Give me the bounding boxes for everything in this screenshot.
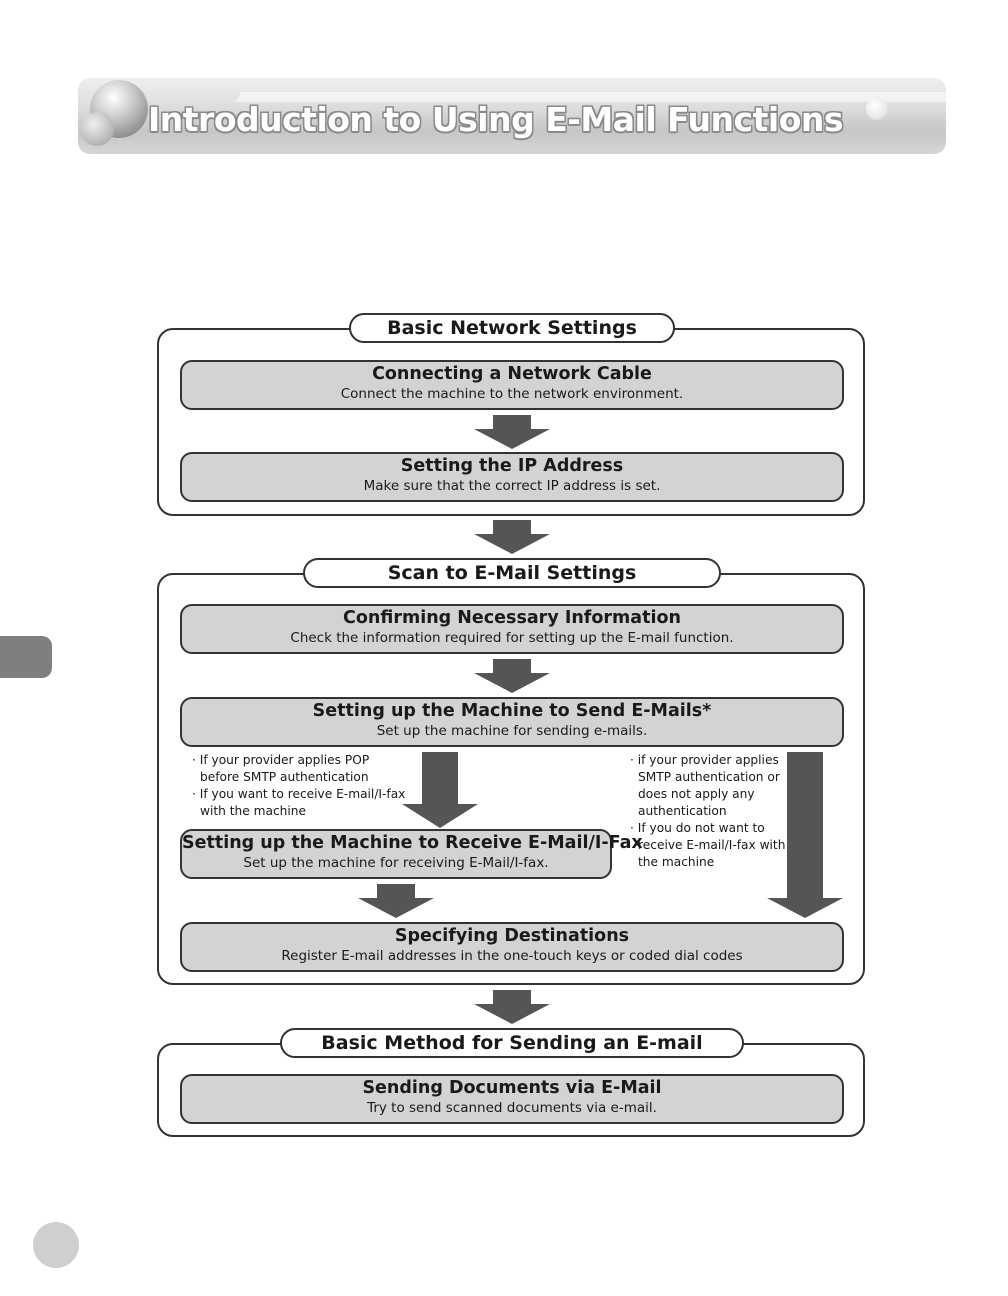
arrow-down-icon	[474, 990, 550, 1024]
note-line: SMTP authentication or	[638, 770, 780, 784]
page-number-marker	[33, 1222, 79, 1268]
step-title: Setting the IP Address	[400, 456, 624, 476]
arrow-down-icon	[474, 415, 550, 449]
step-title: Specifying Destinations	[394, 926, 630, 946]
arrow-down-icon	[358, 884, 434, 918]
arrow-down-icon	[474, 520, 550, 554]
step-sending-documents: Sending Documents via E-Mail Try to send…	[180, 1074, 844, 1124]
step-connecting-network-cable: Connecting a Network Cable Connect the m…	[180, 360, 844, 410]
step-description: Make sure that the correct IP address is…	[363, 478, 661, 494]
arrow-down-icon	[402, 752, 478, 828]
step-title: Sending Documents via E-Mail	[362, 1078, 662, 1098]
section-label-sending: Basic Method for Sending an E-mail	[280, 1028, 744, 1058]
note-line: the machine	[638, 855, 715, 869]
note-line: · If your provider applies POP	[192, 753, 370, 767]
step-specifying-destinations: Specifying Destinations Register E-mail …	[180, 922, 844, 972]
section-label-scan-email: Scan to E-Mail Settings	[303, 558, 721, 588]
section-label-basic-network: Basic Network Settings	[349, 313, 675, 343]
arrow-down-icon	[474, 659, 550, 693]
title-small-sphere-decoration	[80, 112, 114, 146]
note-line: · If you want to receive E-mail/I-fax	[192, 787, 406, 801]
title-dot-decoration	[866, 98, 888, 120]
step-setup-send-emails: Setting up the Machine to Send E-Mails* …	[180, 697, 844, 747]
branch-note-left: · If your provider applies POP before SM…	[192, 752, 405, 820]
note-line: with the machine	[200, 804, 306, 818]
step-description: Try to send scanned documents via e-mail…	[367, 1100, 657, 1116]
step-description: Register E-mail addresses in the one-tou…	[281, 948, 743, 964]
arrow-down-icon	[767, 752, 843, 918]
step-title: Connecting a Network Cable	[372, 364, 652, 384]
note-line: before SMTP authentication	[200, 770, 369, 784]
branch-note-right: · if your provider applies SMTP authenti…	[630, 752, 785, 871]
step-description: Set up the machine for sending e-mails.	[376, 723, 648, 739]
title-banner	[78, 78, 946, 154]
note-line: does not apply any	[638, 787, 755, 801]
note-line: · if your provider applies	[630, 753, 779, 767]
note-line: authentication	[638, 804, 727, 818]
chapter-tab	[0, 636, 52, 678]
page-title: Introduction to Using E-Mail Functions	[148, 100, 844, 139]
step-description: Check the information required for setti…	[290, 630, 734, 646]
note-line: receive E-mail/I-fax with	[638, 838, 786, 852]
step-description: Connect the machine to the network envir…	[340, 386, 684, 402]
step-title: Confirming Necessary Information	[343, 608, 681, 628]
step-title: Setting up the Machine to Send E-Mails*	[312, 701, 712, 721]
step-title: Setting up the Machine to Receive E-Mail…	[182, 833, 643, 853]
step-setup-receive-email-ifax: Setting up the Machine to Receive E-Mail…	[180, 829, 643, 879]
step-description: Set up the machine for receiving E-Mail/…	[243, 855, 549, 871]
step-setting-ip-address: Setting the IP Address Make sure that th…	[180, 452, 844, 502]
step-confirming-information: Confirming Necessary Information Check t…	[180, 604, 844, 654]
note-line: · If you do not want to	[630, 821, 765, 835]
